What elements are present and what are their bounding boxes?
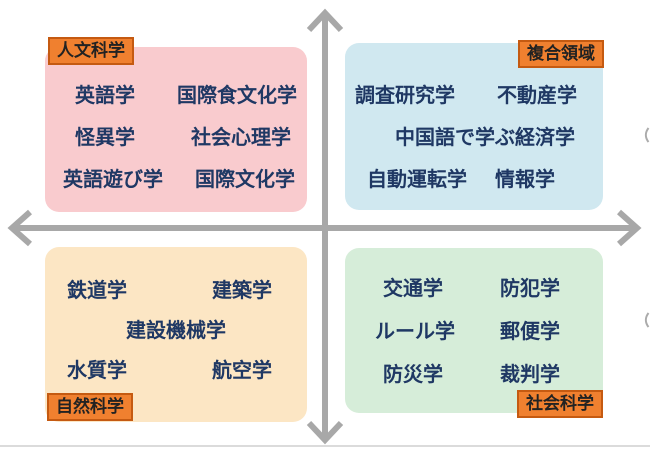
arrow-down-icon (306, 420, 344, 445)
cropped-edge-mark (644, 127, 650, 143)
subject-row: 中国語で学ぶ経済学 (345, 127, 603, 147)
subject-item: 鉄道学 (67, 278, 127, 302)
subject-row: ルール学 郵便学 (345, 321, 603, 341)
subject-row: 建設機械学 (45, 320, 307, 340)
arrow-up-icon (306, 8, 344, 33)
quadrant-interdisciplinary: 複合領域 調査研究学 不動産学 中国語で学ぶ経済学 自動運転学 情報学 (345, 40, 604, 210)
subject-item: 防災学 (383, 362, 443, 386)
subject-row: 防災学 裁判学 (345, 364, 603, 384)
subject-item: 国際食文化学 (177, 83, 297, 107)
quadrant-humanities: 人文科学 英語学 国際食文化学 怪異学 社会心理学 英語遊び学 国際文化学 (45, 37, 307, 212)
subject-item: 郵便学 (500, 319, 560, 343)
subject-item: 建築学 (212, 278, 272, 302)
subject-item: 英語遊び学 (63, 167, 163, 191)
subject-row: 自動運転学 情報学 (345, 169, 603, 189)
subject-item: ルール学 (375, 319, 455, 343)
subject-row: 鉄道学 建築学 (45, 280, 307, 300)
subject-row: 水質学 航空学 (45, 360, 307, 380)
subject-item: 自動運転学 (367, 167, 467, 191)
subject-item: 情報学 (495, 167, 555, 191)
subject-item: 英語学 (75, 83, 135, 107)
subject-row: 交通学 防犯学 (345, 278, 603, 298)
quadrant-social-sciences: 社会科学 交通学 防犯学 ルール学 郵便学 防災学 裁判学 (345, 248, 603, 418)
subject-item: 水質学 (67, 358, 127, 382)
subject-item: 中国語で学ぶ経済学 (395, 125, 575, 149)
subject-item: 交通学 (383, 276, 443, 300)
category-tag-natural-sciences: 自然科学 (47, 392, 133, 421)
subject-row: 英語学 国際食文化学 (45, 85, 307, 105)
category-tag-humanities: 人文科学 (48, 37, 134, 66)
subject-item: 防犯学 (500, 276, 560, 300)
subject-item: 調査研究学 (355, 83, 455, 107)
subject-row: 英語遊び学 国際文化学 (45, 169, 307, 189)
subject-item: 社会心理学 (191, 125, 291, 149)
subject-item: 裁判学 (500, 362, 560, 386)
arrow-left-icon (7, 209, 32, 247)
category-tag-social-sciences: 社会科学 (517, 389, 603, 418)
subject-item: 不動産学 (497, 83, 577, 107)
cropped-edge-mark (644, 312, 650, 328)
subject-row: 調査研究学 不動産学 (345, 85, 603, 105)
subject-item: 怪異学 (75, 125, 135, 149)
arrow-right-icon (617, 209, 642, 247)
quadrant-natural-sciences: 自然科学 鉄道学 建築学 建設機械学 水質学 航空学 (45, 247, 307, 422)
bottom-divider (0, 445, 650, 447)
subject-item: 航空学 (212, 358, 272, 382)
subject-row: 怪異学 社会心理学 (45, 127, 307, 147)
category-tag-interdisciplinary: 複合領域 (518, 40, 604, 69)
subject-item: 国際文化学 (195, 167, 295, 191)
subject-item: 建設機械学 (126, 318, 226, 342)
